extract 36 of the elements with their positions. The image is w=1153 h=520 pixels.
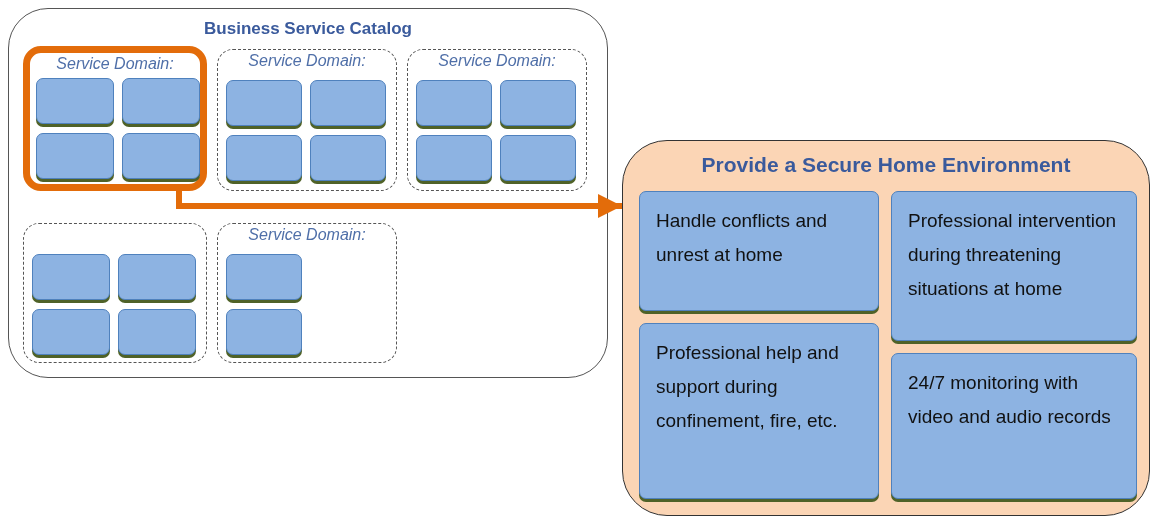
domain-group bbox=[217, 223, 397, 363]
group-title: Business Service Catalog bbox=[203, 19, 413, 39]
detail-panel bbox=[622, 140, 1150, 516]
group-title: Service Domain: bbox=[247, 226, 367, 244]
service-box bbox=[226, 135, 302, 181]
service-box: 24/7 monitoring with video and audio records bbox=[891, 353, 1137, 499]
service-box bbox=[32, 309, 110, 355]
service-box bbox=[118, 309, 196, 355]
service-box bbox=[226, 309, 302, 355]
service-box bbox=[500, 80, 576, 126]
catalog-panel bbox=[8, 8, 608, 378]
service-box bbox=[122, 133, 200, 179]
domain-group bbox=[23, 223, 207, 363]
domain-group bbox=[407, 49, 587, 191]
service-box bbox=[310, 135, 386, 181]
service-box: Professional intervention during threatening situations at home bbox=[891, 191, 1137, 341]
domain-group bbox=[217, 49, 397, 191]
service-box bbox=[310, 80, 386, 126]
group-title: Service Domain: bbox=[437, 52, 557, 70]
service-box bbox=[122, 78, 200, 124]
service-box bbox=[416, 80, 492, 126]
service-box bbox=[32, 254, 110, 300]
service-box: Professional help and support during confinement, fire, etc. bbox=[639, 323, 879, 499]
service-box bbox=[118, 254, 196, 300]
service-box bbox=[226, 254, 302, 300]
group-title: Service Domain: bbox=[55, 55, 175, 73]
arrow bbox=[176, 191, 622, 218]
group-title: Service Domain: bbox=[247, 52, 367, 70]
service-box bbox=[416, 135, 492, 181]
group-title: Provide a Secure Home Environment bbox=[700, 153, 1072, 177]
service-box bbox=[36, 133, 114, 179]
service-box bbox=[226, 80, 302, 126]
service-box: Handle conflicts and unrest at home bbox=[639, 191, 879, 311]
service-box bbox=[500, 135, 576, 181]
service-box bbox=[36, 78, 114, 124]
highlighted-domain bbox=[23, 46, 207, 191]
